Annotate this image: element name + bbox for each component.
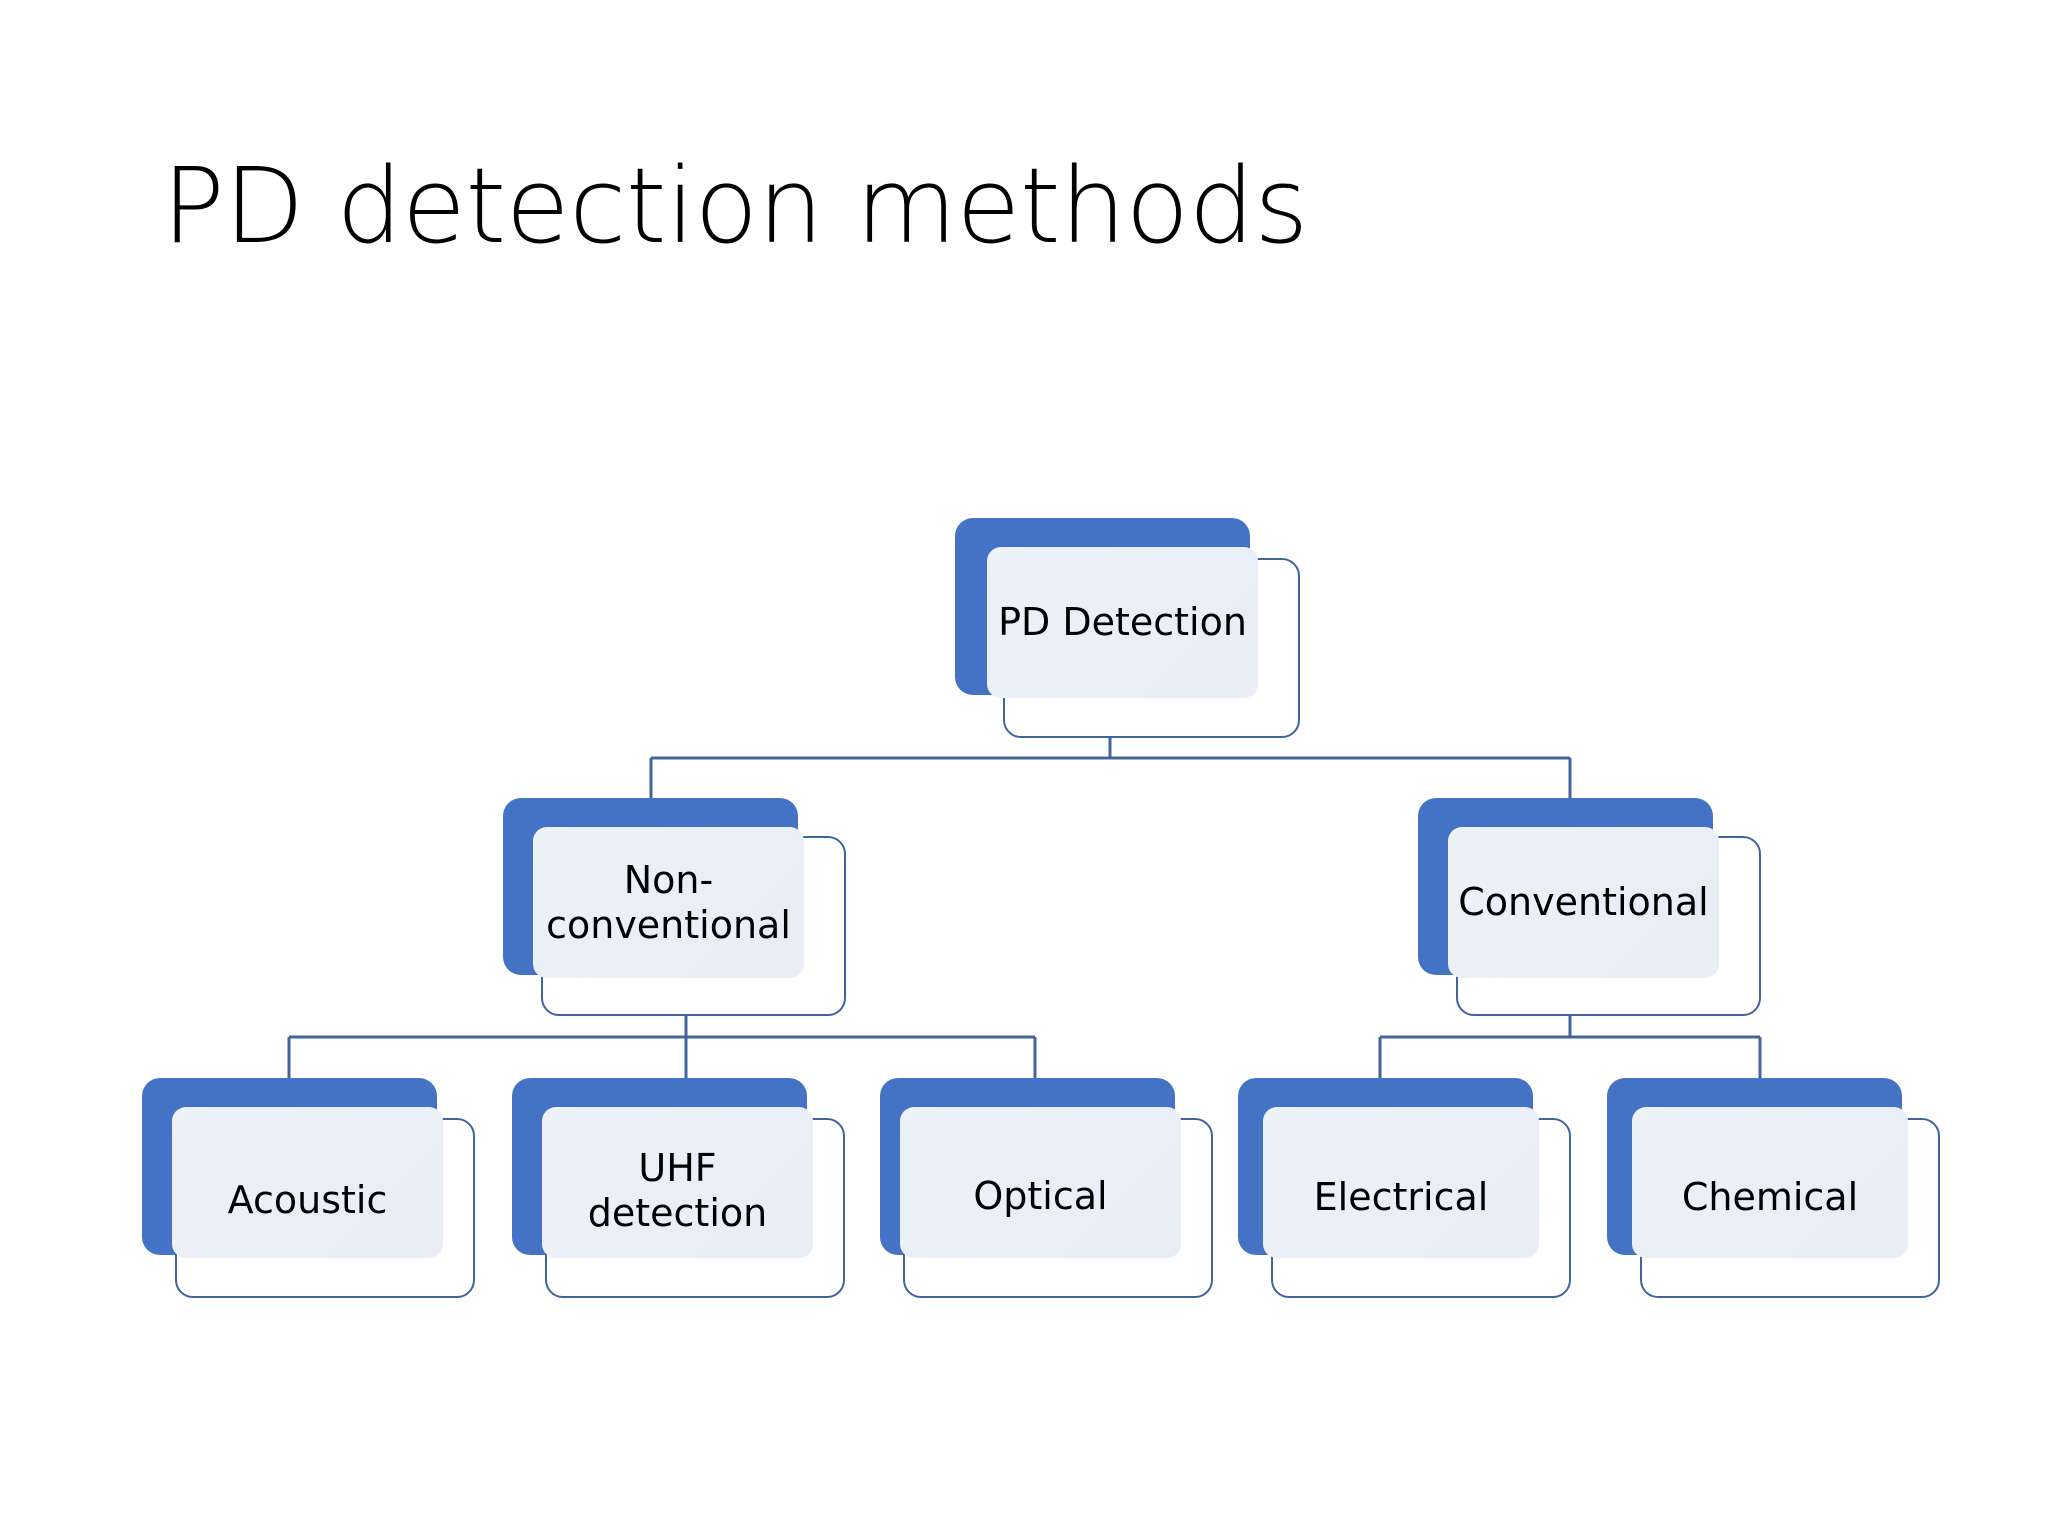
node-conventional[interactable]: Conventional [1418,798,1763,1020]
node-label: Optical [973,1174,1108,1219]
node-label: UHF detection [587,1145,768,1235]
node-pd-detection[interactable]: PD Detection [955,518,1300,738]
page-title: PD detection methods [162,145,1308,267]
node-label: Electrical [1313,1175,1489,1220]
node-optical[interactable]: Optical [880,1078,1220,1298]
node-non-conventional[interactable]: Non- conventional [503,798,848,1020]
node-label: Conventional [1458,880,1709,925]
node-acoustic[interactable]: Acoustic [142,1078,482,1298]
node-label: PD Detection [998,600,1247,645]
node-body: UHF detection [542,1107,813,1258]
node-label: Acoustic [227,1178,388,1223]
node-chemical[interactable]: Chemical [1607,1078,1947,1298]
node-label: Non- conventional [546,857,791,947]
node-electrical[interactable]: Electrical [1238,1078,1578,1298]
node-uhf-detection[interactable]: UHF detection [512,1078,852,1298]
node-body: Conventional [1448,827,1719,978]
node-body: PD Detection [987,547,1258,698]
node-body: Chemical [1632,1107,1908,1258]
node-body: Non- conventional [533,827,804,978]
node-body: Acoustic [172,1107,443,1258]
node-body: Optical [900,1107,1181,1258]
node-label: Chemical [1681,1175,1859,1220]
node-body: Electrical [1263,1107,1539,1258]
